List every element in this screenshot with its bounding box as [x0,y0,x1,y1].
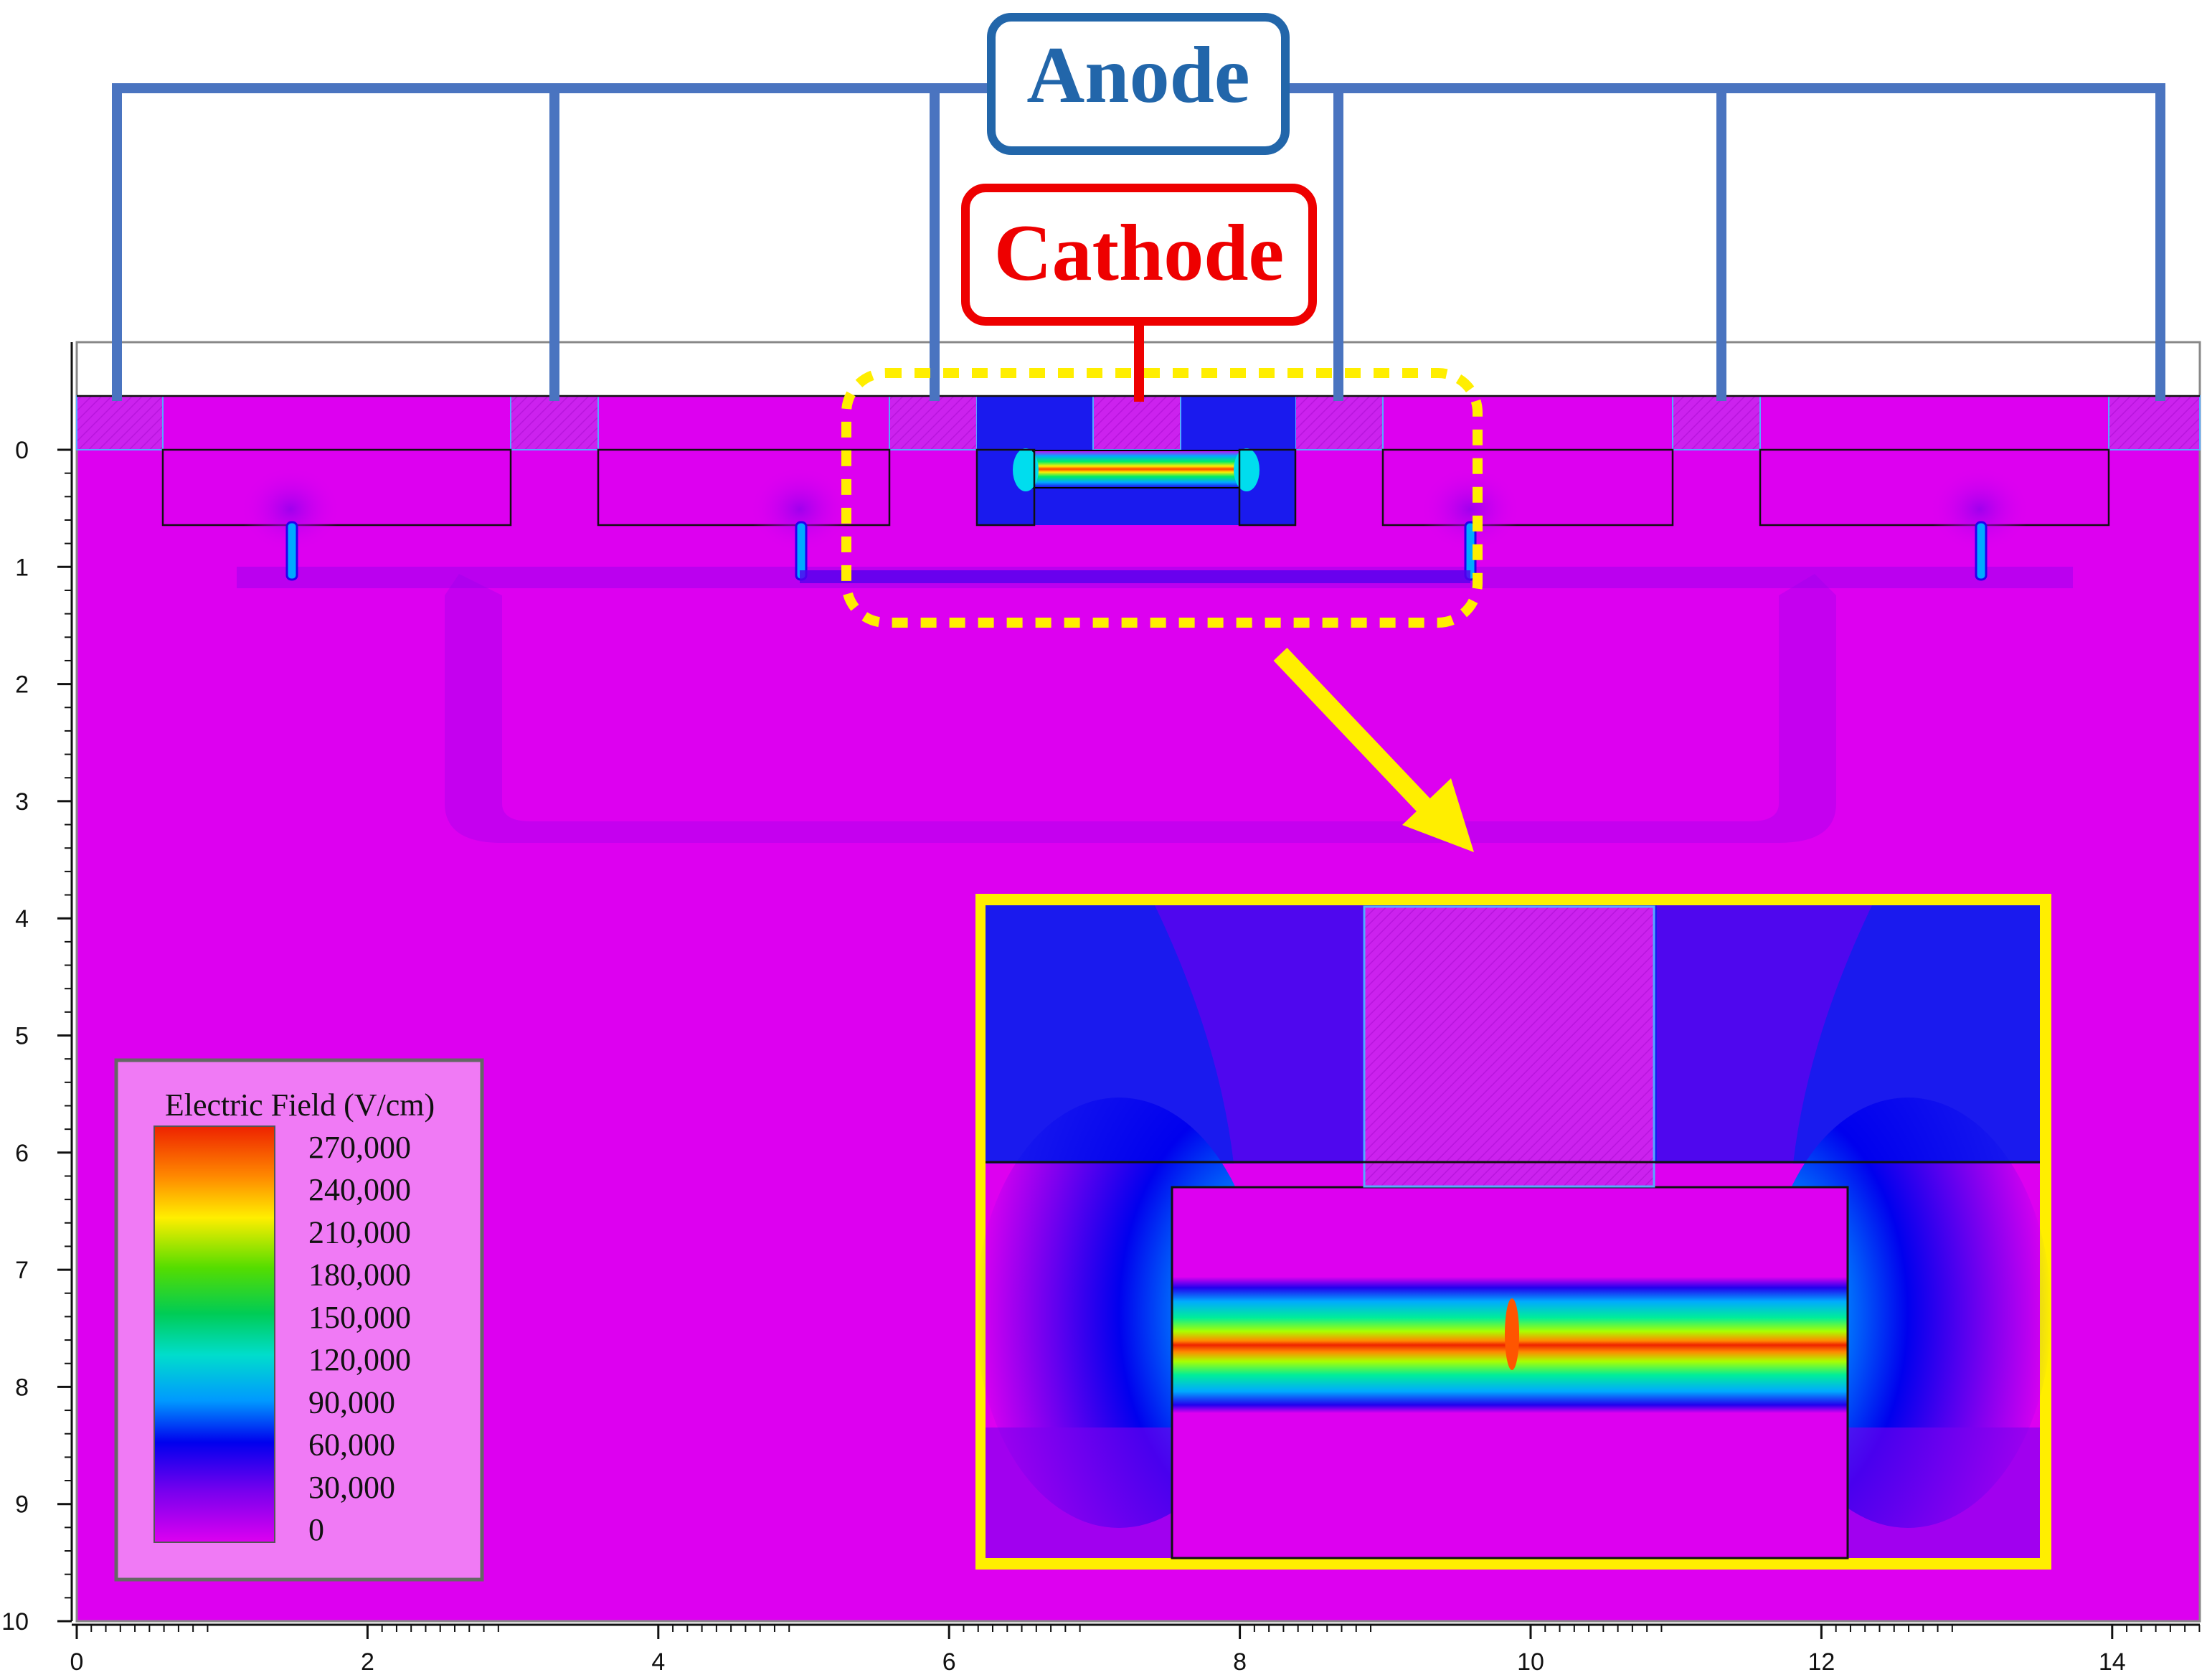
legend-value: 30,000 [308,1470,395,1505]
field-spot-4 [1975,521,1988,581]
legend-value: 60,000 [308,1427,395,1463]
x-tick-label: 0 [70,1648,84,1676]
y-tick-label: 10 [1,1608,29,1636]
inset-zoom [975,894,2051,1570]
x-tick-label: 8 [1233,1648,1247,1676]
y-tick-label: 8 [15,1374,29,1401]
y-tick-label: 6 [15,1140,29,1167]
y-tick-label: 4 [15,905,29,933]
x-tick-label: 10 [1517,1648,1544,1676]
field-lateral-band [800,570,1470,583]
cathode-contact [1092,395,1181,450]
y-tick-label: 0 [15,437,29,464]
zoom-arrow-head [1402,778,1474,852]
y-tick-label: 9 [15,1491,29,1519]
zoom-arrow-shaft [1273,648,1435,816]
field-spot-1 [285,521,298,581]
anode-label: Anode [1026,31,1249,120]
field-glow-4 [1929,466,2030,552]
cathode-edge-right [1234,448,1260,491]
anode-contact-2 [510,395,599,450]
cathode-label: Cathode [994,209,1284,298]
legend-title: Electric Field (V/cm) [165,1087,435,1123]
x-tick-label: 6 [942,1648,956,1676]
legend-value: 180,000 [308,1257,411,1293]
y-tick-label: 3 [15,788,29,816]
anode-contact-4 [1295,395,1384,450]
y-tick-label: 1 [15,554,29,581]
zoom-highlight [841,368,1483,628]
x-axis: 0 2 4 6 8 10 12 14 [70,1623,2201,1676]
x-tick-label: 12 [1807,1648,1835,1676]
legend-value: 210,000 [308,1214,411,1250]
x-tick-label: 4 [651,1648,665,1676]
legend-colorbar [153,1125,275,1543]
legend-value: 270,000 [308,1130,411,1165]
legend-value: 90,000 [308,1384,395,1420]
legend-value: 240,000 [308,1172,411,1207]
anode-contact-3 [889,395,978,450]
field-glow-2 [750,466,850,552]
color-legend: Electric Field (V/cm) 270,000 240,000 210,… [114,1058,484,1582]
anode-contact-6 [2108,395,2201,450]
legend-value: 0 [308,1512,324,1547]
x-tick-label: 14 [2099,1648,2126,1676]
anode-contact-1 [76,395,164,450]
field-glow-1 [240,466,341,552]
y-axis: 0 1 2 3 4 5 6 7 8 9 10 [1,342,73,1636]
anode-contact-5 [1672,395,1761,450]
x-tick-label: 2 [361,1648,374,1676]
cathode-label-box [961,184,1317,326]
y-tick-label: 5 [15,1023,29,1050]
field-glow-3 [1420,466,1521,552]
legend-value: 120,000 [308,1342,411,1377]
y-tick-label: 2 [15,671,29,699]
cathode-edge-left [1013,448,1039,491]
legend-value: 150,000 [308,1300,411,1335]
anode-label-box [987,13,1290,155]
cathode-hot-strip [1032,450,1240,489]
y-tick-label: 7 [15,1257,29,1284]
anode-bus [112,83,2165,401]
